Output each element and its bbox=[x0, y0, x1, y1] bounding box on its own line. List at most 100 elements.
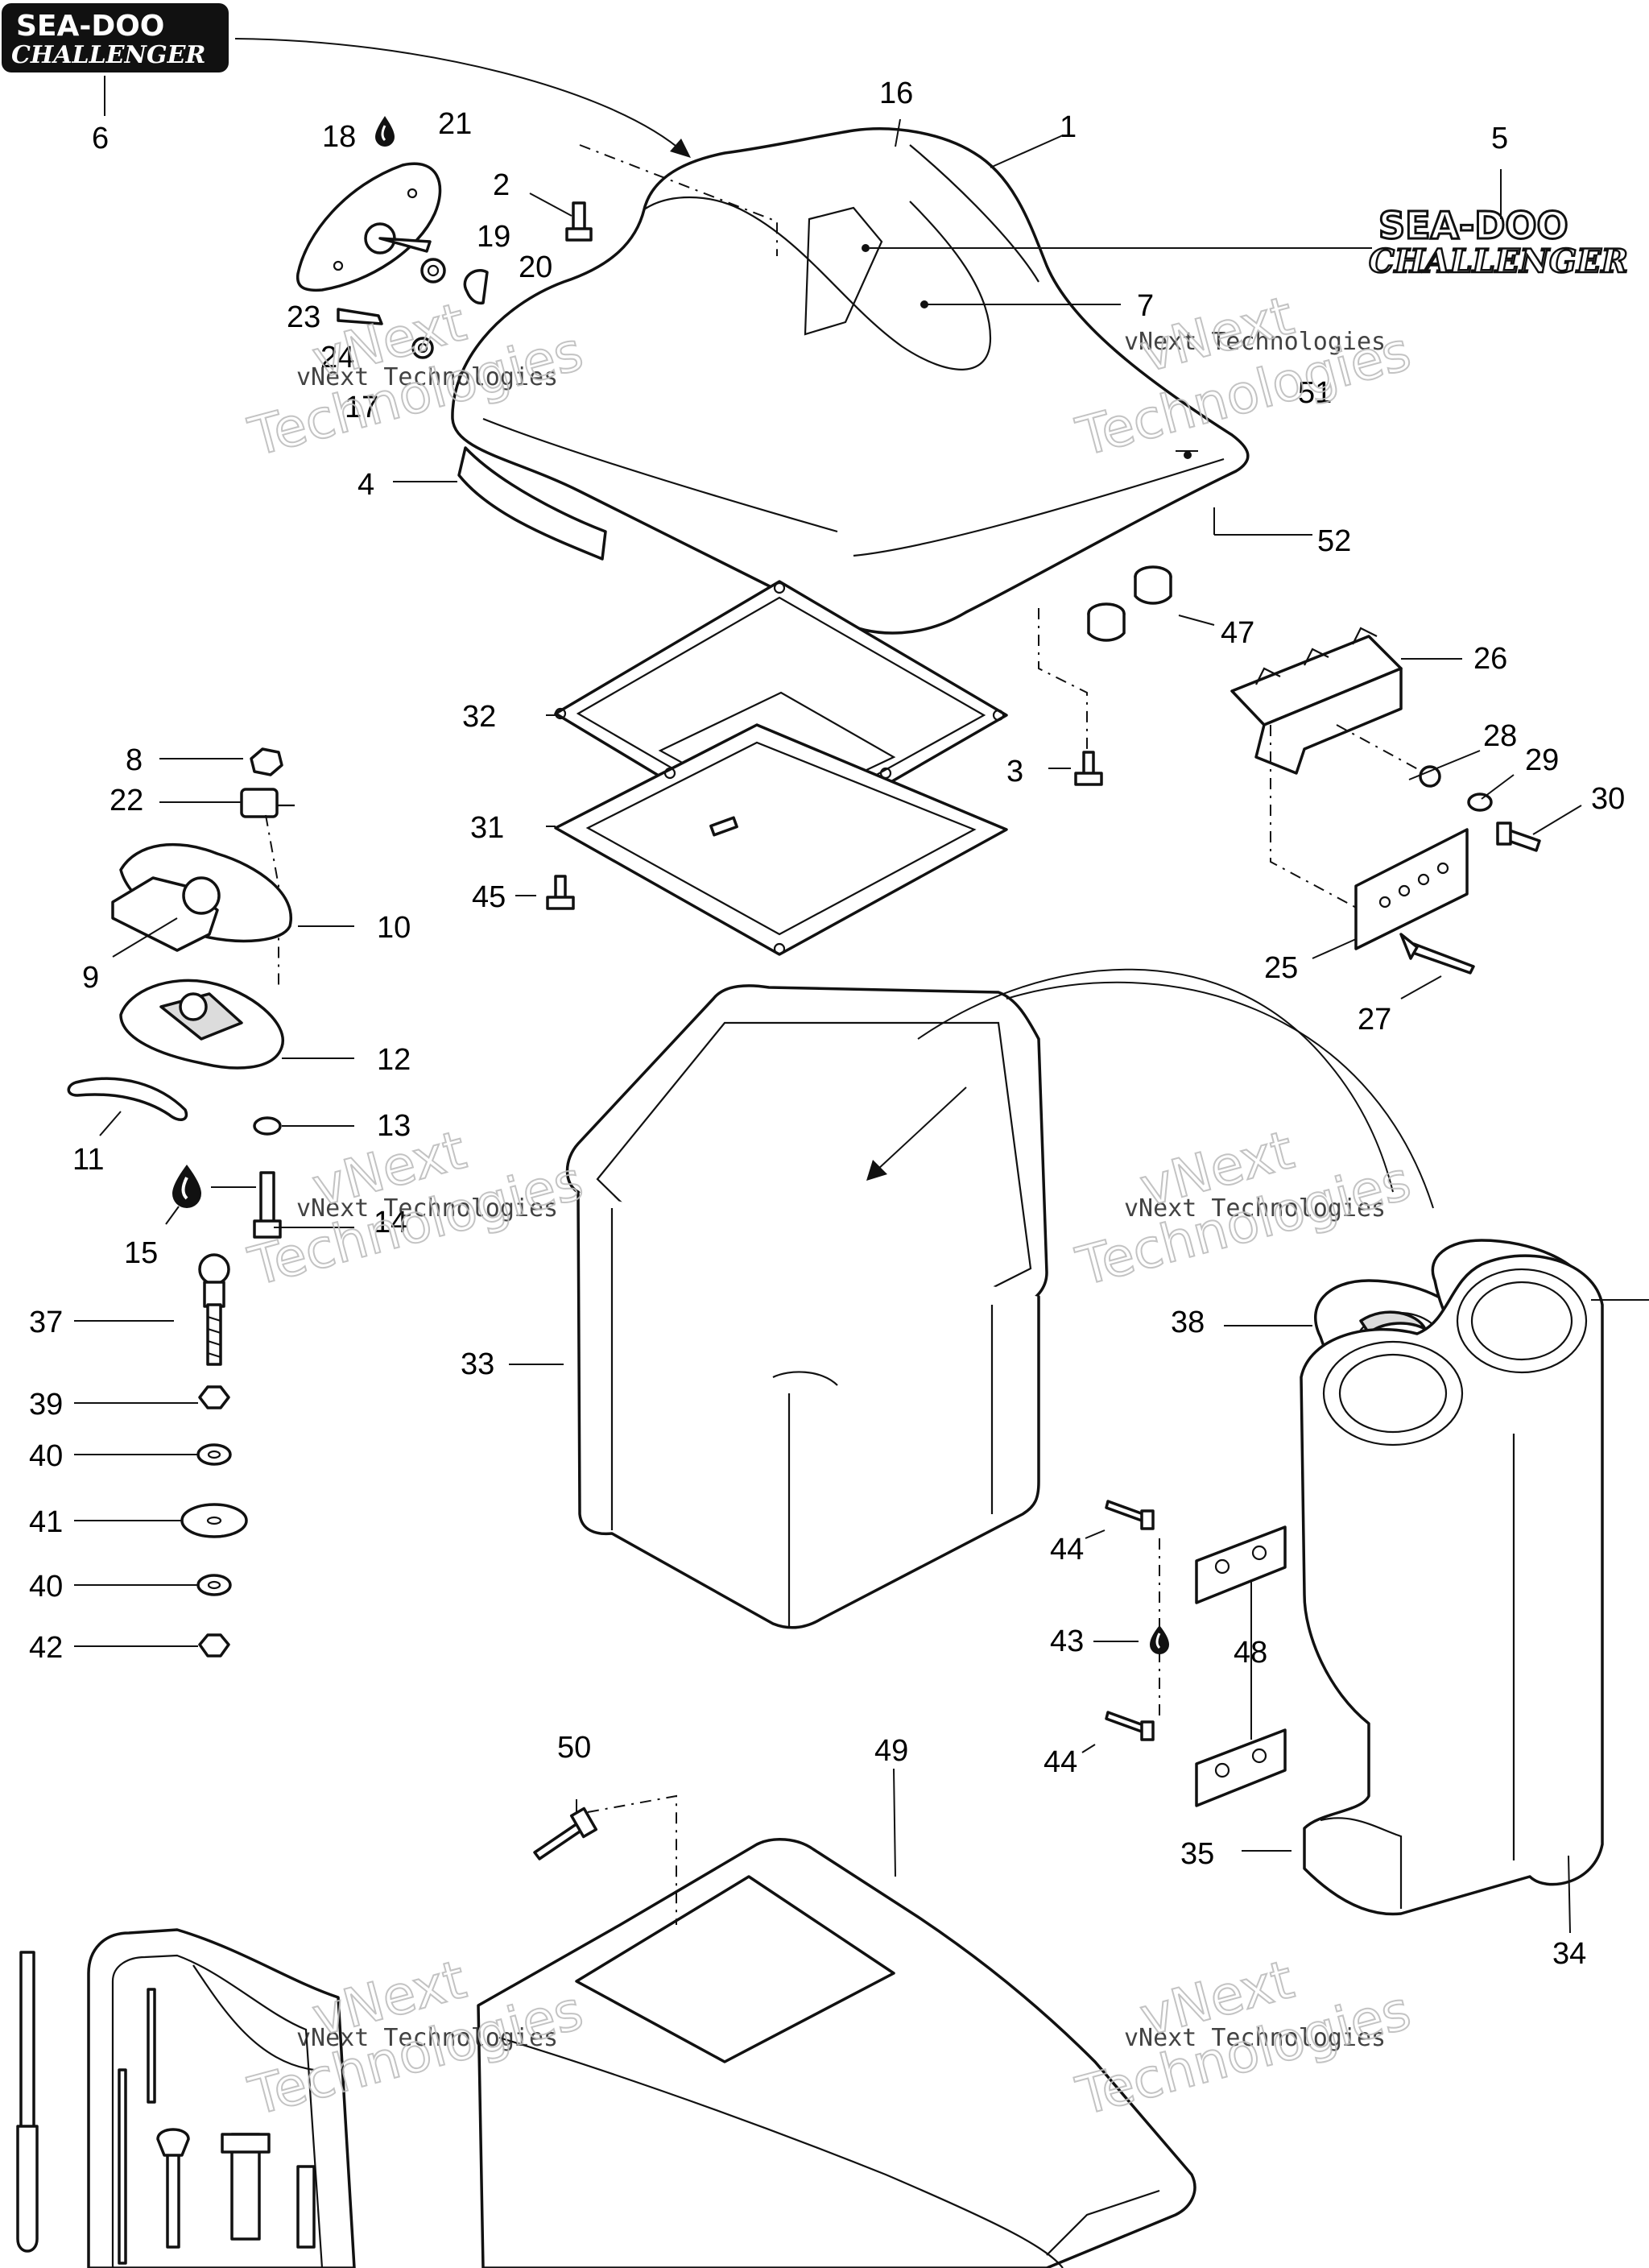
callout-10: 10 bbox=[377, 911, 411, 945]
seat-crease bbox=[482, 417, 838, 533]
logo-model-text: CHALLENGER bbox=[11, 41, 205, 69]
watermark-line: vNext Technologies bbox=[1124, 328, 1386, 356]
leader-lines bbox=[74, 76, 1649, 1934]
clip-20 bbox=[463, 269, 489, 305]
washer-24 bbox=[411, 337, 434, 359]
latch-plate-assembly bbox=[295, 162, 489, 359]
washer-41 bbox=[180, 1503, 248, 1538]
watermark-line: vNext Technologies bbox=[1124, 2024, 1386, 2052]
spark-plug-tool-icon bbox=[296, 2165, 316, 2249]
callout-8: 8 bbox=[126, 743, 143, 777]
cable-11 bbox=[67, 1077, 188, 1121]
rivet-50-path bbox=[587, 1794, 677, 1925]
watermark-line: vNext Technologies bbox=[296, 363, 558, 391]
screw-3-path bbox=[1038, 608, 1088, 757]
bolt-14 bbox=[253, 1171, 282, 1239]
callout-13: 13 bbox=[377, 1109, 411, 1143]
callout-44b: 44 bbox=[1044, 1745, 1077, 1779]
callout-15: 15 bbox=[124, 1236, 158, 1270]
arrow-head bbox=[670, 139, 691, 158]
storage-bin-33 bbox=[565, 984, 1048, 1629]
watermark-line: vNext Technologies bbox=[296, 1194, 558, 1223]
brand-logo-outline: SEA-DOO CHALLENGER bbox=[1368, 203, 1629, 282]
callout-30: 30 bbox=[1591, 782, 1625, 816]
callout-12: 12 bbox=[377, 1043, 411, 1077]
screwdriver-icon bbox=[19, 1951, 35, 2131]
callout-22: 22 bbox=[110, 784, 143, 817]
callout-18: 18 bbox=[322, 120, 356, 154]
seat-decal bbox=[804, 206, 883, 336]
logo-brand-text: SEA-DOO bbox=[16, 10, 164, 43]
nut-8 bbox=[250, 747, 283, 776]
callout-19: 19 bbox=[477, 220, 510, 254]
screw-3 bbox=[1074, 751, 1103, 786]
nut-42 bbox=[198, 1633, 230, 1658]
bumpers-47 bbox=[1087, 565, 1172, 642]
callout-33: 33 bbox=[461, 1347, 494, 1381]
callout-17: 17 bbox=[345, 391, 378, 424]
callout-5: 5 bbox=[1491, 122, 1508, 155]
callout-37: 37 bbox=[29, 1306, 63, 1339]
callout-24: 24 bbox=[320, 341, 354, 375]
callout-51: 51 bbox=[1298, 376, 1332, 410]
latch-plate bbox=[295, 162, 442, 292]
bracket-path bbox=[1270, 725, 1362, 911]
seat-crease-rear bbox=[853, 457, 1225, 557]
logo-outline-model-text: CHALLENGER bbox=[1369, 242, 1628, 280]
callout-35: 35 bbox=[1180, 1837, 1214, 1871]
callout-40a: 40 bbox=[29, 1439, 63, 1473]
logo-arrow bbox=[234, 38, 685, 154]
callout-7: 7 bbox=[1137, 289, 1154, 323]
holder-arc-1 bbox=[917, 968, 1394, 1193]
fasteners-28-29-30 bbox=[1419, 765, 1541, 852]
brand-logo-badge: SEA-DOO CHALLENGER bbox=[2, 3, 229, 72]
stud-37-head bbox=[198, 1253, 230, 1285]
rivet-27 bbox=[1399, 933, 1475, 975]
callout-45: 45 bbox=[472, 880, 506, 914]
watermark-mid-left: vNext Technologies vNext Technologies bbox=[242, 1118, 589, 1299]
callout-29: 29 bbox=[1525, 743, 1559, 777]
storage-frame-31 bbox=[554, 723, 1008, 956]
strap-icon bbox=[147, 1988, 156, 2104]
callout-31: 31 bbox=[470, 811, 504, 845]
socket-wrench-icon bbox=[221, 2133, 271, 2241]
watermark-line: vNext Technologies bbox=[296, 2024, 558, 2052]
storage-tray-49 bbox=[477, 1838, 1196, 2268]
seat-assembly bbox=[451, 127, 1250, 635]
callout-labels: 6 1 16 5 18 21 2 19 20 7 23 24 17 51 4 5… bbox=[29, 77, 1625, 1971]
watermark-bottom-right: vNext Technologies vNext Technologies bbox=[1069, 1947, 1417, 2129]
callout-16: 16 bbox=[879, 77, 913, 110]
callout-14: 14 bbox=[374, 1206, 407, 1240]
rivets-44 bbox=[1105, 1500, 1155, 1741]
latch-left-stack bbox=[67, 747, 295, 1239]
watermark-mid-right: vNext Technologies vNext Technologies bbox=[1069, 1118, 1417, 1299]
callout-3: 3 bbox=[1006, 755, 1023, 788]
cup-holder-housing bbox=[1300, 1254, 1604, 1916]
nut-39 bbox=[198, 1385, 230, 1409]
callout-25: 25 bbox=[1264, 951, 1298, 985]
callout-28: 28 bbox=[1483, 719, 1517, 753]
plate-25 bbox=[1354, 828, 1469, 950]
callout-11: 11 bbox=[72, 1143, 104, 1177]
callout-2: 2 bbox=[493, 168, 510, 202]
callout-26: 26 bbox=[1473, 642, 1507, 676]
callout-4: 4 bbox=[357, 468, 374, 502]
screw-2 bbox=[565, 201, 593, 242]
callout-32: 32 bbox=[462, 700, 496, 734]
rivet-23 bbox=[337, 308, 383, 325]
seat-trim-strip bbox=[457, 446, 607, 561]
washer-13 bbox=[253, 1116, 282, 1136]
plates-48 bbox=[1195, 1525, 1287, 1807]
drop-icon-43 bbox=[1150, 1625, 1169, 1654]
callout-44a: 44 bbox=[1050, 1533, 1084, 1566]
wrench-icon bbox=[156, 2128, 190, 2249]
drop-icon-15 bbox=[172, 1165, 201, 1208]
bracket-26 bbox=[1230, 627, 1403, 775]
bolt-path bbox=[1336, 724, 1426, 774]
washer-40a bbox=[196, 1443, 232, 1466]
callout-43: 43 bbox=[1050, 1624, 1084, 1658]
callout-9: 9 bbox=[82, 961, 99, 995]
callout-34: 34 bbox=[1552, 1937, 1586, 1971]
rivet-50 bbox=[533, 1807, 598, 1860]
